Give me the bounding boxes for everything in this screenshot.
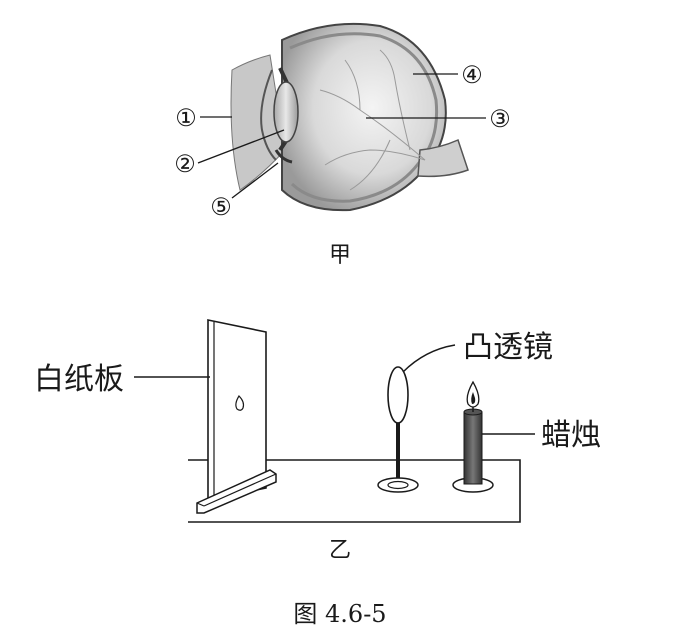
figure-caption: 图 4.6-5	[293, 600, 386, 628]
label-paper-board: 白纸板	[34, 362, 124, 397]
optics-setup: 白纸板 凸透镜 蜡烛 乙	[34, 320, 601, 563]
setup-sub-caption: 乙	[329, 538, 351, 563]
label-5: ⑤	[210, 193, 232, 221]
label-3: ③	[489, 105, 511, 133]
label-convex-lens: 凸透镜	[463, 330, 553, 365]
white-paper-board	[197, 320, 276, 513]
label-candle: 蜡烛	[541, 418, 601, 453]
candle	[453, 382, 493, 492]
eye-diagram: ① ② ③ ④ ⑤ 甲	[174, 24, 511, 268]
label-2: ②	[174, 150, 196, 178]
label-1: ①	[175, 104, 197, 132]
eyeball	[282, 24, 446, 210]
label-4: ④	[461, 61, 483, 89]
convex-lens	[378, 367, 418, 492]
eye-sub-caption: 甲	[329, 243, 351, 268]
